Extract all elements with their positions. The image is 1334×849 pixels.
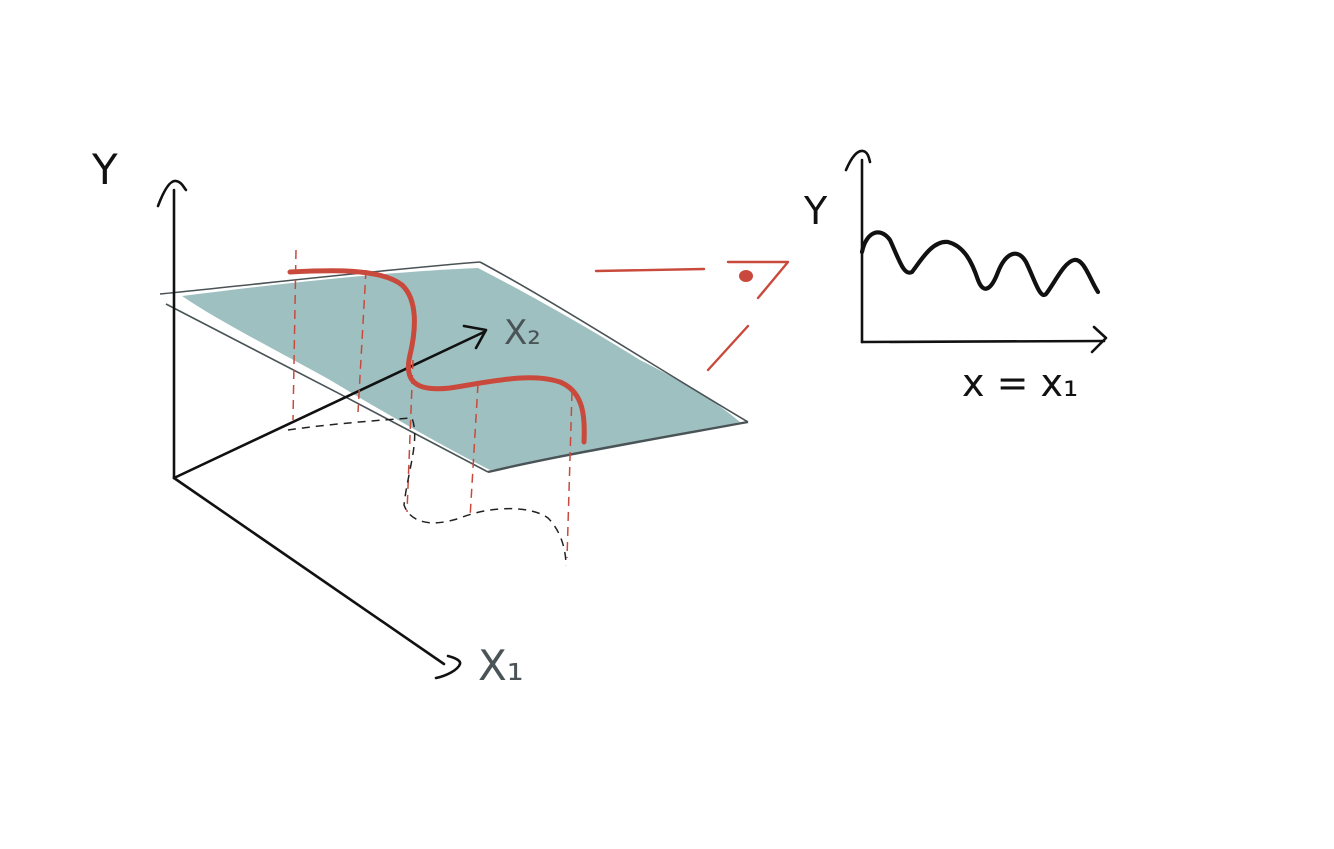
left-3d-diagram: Y X₁ X₂ xyxy=(91,145,749,690)
red-curve-on-plane xyxy=(287,268,587,445)
plot-y-axis-arrowhead xyxy=(844,149,872,172)
plot-x-axis-label: x = x₁ xyxy=(962,361,1078,405)
projection-lines xyxy=(292,249,573,559)
plot-x-axis-arrowhead xyxy=(1090,325,1108,354)
right-2d-plot: Y x = x₁ xyxy=(803,149,1108,405)
plane-edge-left xyxy=(165,303,489,473)
plane-surface xyxy=(182,268,740,470)
y-axis-arrowhead xyxy=(156,179,188,208)
ground-projection-curve xyxy=(287,417,567,567)
plane-edge-right xyxy=(479,261,749,423)
x2-axis-arrowhead xyxy=(462,324,488,350)
x2-axis-line xyxy=(172,330,486,480)
x2-axis-label: X₂ xyxy=(504,313,541,353)
plot-x-axis-line xyxy=(860,339,1106,344)
x1-axis-label: X₁ xyxy=(478,641,524,690)
plane-edge-top xyxy=(159,261,481,295)
sight-line-lower xyxy=(706,324,750,372)
x1-axis-arrowhead xyxy=(434,654,462,680)
eye-icon xyxy=(726,260,790,300)
viewpoint xyxy=(594,260,790,372)
sight-line-upper xyxy=(594,267,706,273)
plot-wave-curve xyxy=(859,230,1101,298)
plot-y-axis-label: Y xyxy=(803,189,828,233)
plane-edge-bottom xyxy=(487,420,749,474)
x1-axis-line xyxy=(172,476,446,666)
y-axis-label: Y xyxy=(91,145,118,194)
